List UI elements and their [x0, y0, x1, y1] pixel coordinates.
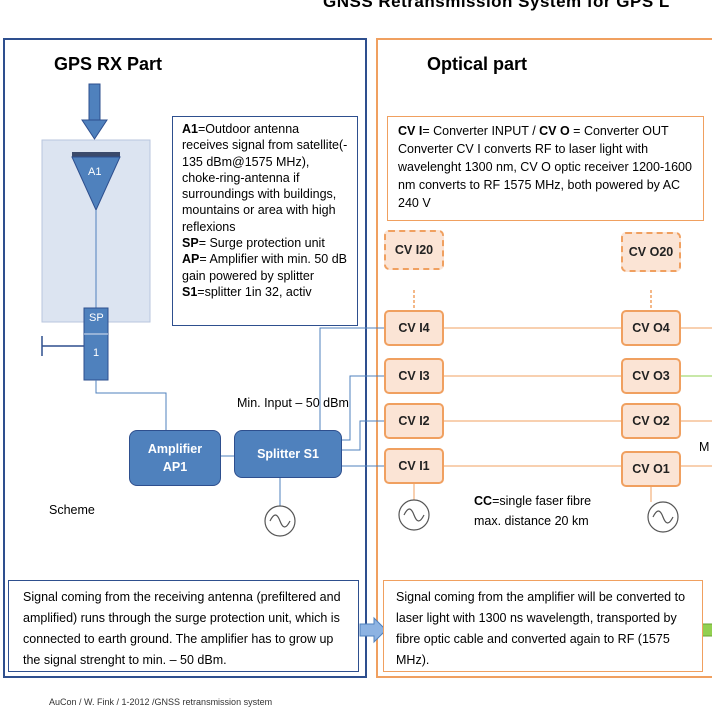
converter-in-1: CV I1: [384, 448, 444, 484]
signal-arrow-icon: [81, 119, 108, 140]
converter-in-2: CV I2: [384, 403, 444, 439]
flow-arrow-icon: [359, 616, 387, 644]
amplifier-block: Amplifier AP1: [129, 430, 221, 486]
cvi-key: CV I: [398, 124, 423, 138]
optical-description-box: Signal coming from the amplifier will be…: [383, 580, 703, 672]
sp-key: SP: [182, 236, 199, 251]
sp-text: = Surge protection unit: [198, 236, 325, 251]
s1-key: S1: [182, 284, 198, 299]
gps-rx-panel: [3, 38, 367, 678]
antenna-label: A1: [88, 166, 102, 178]
s1-text: =splitter 1in 32, activ: [197, 284, 312, 299]
gps-rx-heading: GPS RX Part: [54, 54, 163, 74]
ap-key: AP: [182, 252, 200, 267]
antenna-icon: [71, 156, 121, 212]
converter-in-3: CV I3: [384, 358, 444, 394]
converter-out-1: CV O1: [621, 451, 681, 487]
amplifier-id: AP1: [162, 460, 188, 474]
converter-description: Converter CV I converts RF to laser ligh…: [398, 142, 692, 210]
amplifier-label: Amplifier: [147, 442, 203, 456]
a1-text: =Outdoor antenna receives signal from sa…: [182, 122, 348, 234]
fibre-distance: max. distance 20 km: [474, 514, 589, 528]
min-input-label: Min. Input – 50 dBm: [237, 396, 349, 410]
a1-key: A1: [182, 122, 198, 136]
ac-power-icon-splitter: [264, 505, 296, 537]
footer-credit: AuCon / W. Fink / 1-2012 /GNSS retransmi…: [49, 697, 273, 707]
page-title: GNSS Retransmission System for GPS L: [323, 0, 670, 11]
converter-out-3: CV O3: [621, 358, 681, 394]
converter-out-2: CV O2: [621, 403, 681, 439]
sp-label: SP: [89, 312, 104, 324]
cvo-text: = Converter OUT: [569, 124, 669, 138]
ac-power-icon-cvo: [647, 501, 679, 533]
edge-letter: M: [699, 440, 710, 454]
cvo-key: CV O: [539, 124, 570, 138]
cc-text: =single faser fibre: [492, 494, 592, 508]
splitter-block: Splitter S1: [234, 430, 342, 478]
splitter-label: Splitter S1: [257, 447, 319, 461]
legend-box: A1=Outdoor antenna receives signal from …: [172, 116, 358, 326]
sp-number: 1: [93, 347, 100, 359]
cvi-text: = Converter INPUT /: [422, 124, 540, 138]
green-arrow-icon: [701, 623, 712, 637]
converter-legend-box: CV I= Converter INPUT / CV O = Converter…: [387, 116, 704, 221]
scheme-label: Scheme: [49, 503, 95, 517]
cc-key: CC: [474, 494, 493, 508]
converter-out-20: CV O20: [621, 232, 681, 272]
ap-text: = Amplifier with min. 50 dB gain powered…: [182, 252, 348, 283]
ac-power-icon-cvi: [398, 499, 430, 531]
fibre-label: CC=single faser fibre: [474, 494, 591, 508]
optical-panel: [376, 38, 712, 678]
rx-description-box: Signal coming from the receiving antenna…: [8, 580, 359, 672]
optical-heading: Optical part: [427, 54, 528, 74]
converter-in-20: CV I20: [384, 230, 444, 270]
converter-out-4: CV O4: [621, 310, 681, 346]
converter-in-4: CV I4: [384, 310, 444, 346]
